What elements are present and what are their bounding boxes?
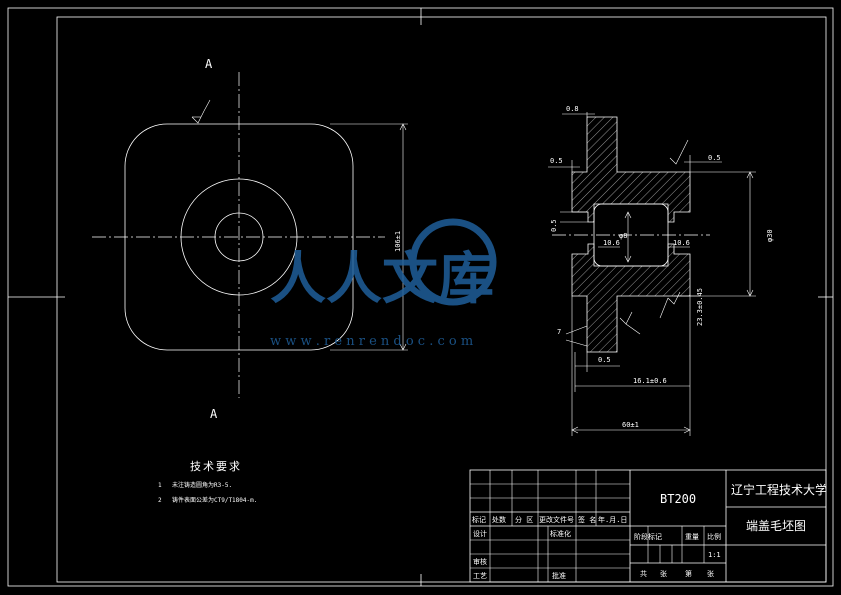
tb-review: 审核 bbox=[473, 557, 487, 566]
roughness-symbol-right-top bbox=[669, 139, 689, 165]
tb-header-zone: 分 区 bbox=[515, 515, 533, 524]
dim-right-step-label: 0.5 bbox=[708, 154, 721, 162]
tech-req-item: 1 未注铸造圆角为R3-5. bbox=[150, 480, 370, 489]
section-label-bottom: A bbox=[210, 407, 218, 421]
inner-frame bbox=[56, 16, 827, 583]
tb-sheet-unit2: 张 bbox=[707, 569, 714, 578]
tech-req-item-text: 铸件表面公差为CT9/T1804-m. bbox=[172, 497, 258, 504]
technical-requirements: 技术要求 1 未注铸造圆角为R3-5. 2 铸件表面公差为CT9/T1804-m. bbox=[150, 458, 370, 504]
tb-stage-mark: 阶段标记 bbox=[634, 532, 662, 541]
tech-req-title: 技术要求 bbox=[190, 460, 242, 473]
dim-top-offset-label: 0.8 bbox=[566, 105, 579, 113]
tb-approve: 批准 bbox=[552, 571, 566, 580]
watermark: 人人文库 w w w . r e n r e n d o c . c o m bbox=[270, 218, 497, 349]
tb-header-change-doc: 更改文件号 bbox=[539, 515, 574, 524]
dim-inner-center-label: φ8 bbox=[619, 232, 627, 240]
dim-bore-small-label: 0.5 bbox=[550, 219, 558, 232]
dim-bottom-step: 0.5 bbox=[575, 352, 620, 372]
watermark-text: 人人文库 bbox=[270, 246, 494, 312]
tb-weight: 重量 bbox=[685, 533, 699, 541]
watermark-url: w w w . r e n r e n d o c . c o m bbox=[270, 334, 473, 349]
dim-top-offset: 0.8 bbox=[562, 105, 595, 117]
tb-process: 工艺 bbox=[473, 572, 487, 580]
section-body bbox=[571, 116, 691, 223]
title-block: 标记 处数 分 区 更改文件号 签 名 年.月.日 设计 标准化 审核 工艺 批… bbox=[469, 469, 827, 583]
tb-school: 辽宁工程技术大学 bbox=[731, 482, 827, 497]
dim-right-step: 0.5 bbox=[684, 154, 722, 172]
watermark-logo-ring bbox=[409, 218, 497, 306]
roughness-symbol-center bbox=[619, 311, 641, 335]
left-view: A A 106±1 bbox=[92, 57, 408, 421]
dim-bottom-length: 16.1±0.6 bbox=[574, 296, 691, 392]
dim-bore-small: 0.5 bbox=[550, 211, 588, 232]
dim-inner-right-label: 10.6 bbox=[673, 239, 690, 247]
dim-left-step-label: 0.5 bbox=[550, 157, 563, 165]
dim-thickness-label: 23.3±0.45 bbox=[696, 288, 704, 326]
tb-standardization: 标准化 bbox=[550, 529, 571, 538]
tb-sheet-no: 第 bbox=[685, 569, 692, 578]
dim-overall-height-label: φ30 bbox=[766, 229, 774, 242]
right-section-view: 0.8 0.5 0.5 φ30 0.5 10.6 bbox=[548, 105, 774, 436]
centering-marks bbox=[8, 8, 833, 586]
tb-scale: 1:1 bbox=[708, 551, 721, 559]
dim-angle-left: 7 bbox=[557, 325, 588, 347]
tb-scale-header: 比例 bbox=[707, 532, 721, 541]
tb-sheet-unit1: 张 bbox=[660, 569, 667, 578]
tb-header-date: 年.月.日 bbox=[598, 515, 627, 524]
section-label-top: A bbox=[205, 57, 213, 71]
dim-left-step: 0.5 bbox=[548, 157, 580, 172]
tech-req-item-text: 未注铸造圆角为R3-5. bbox=[172, 482, 233, 489]
dim-overall-width-label: 60±1 bbox=[622, 421, 639, 429]
square-height-label: 106±1 bbox=[394, 231, 402, 252]
dim-inner-left-label: 10.6 bbox=[603, 239, 620, 247]
roughness-symbol-right-bottom bbox=[659, 291, 681, 319]
square-height-dimension: 106±1 bbox=[330, 123, 408, 351]
roughness-symbol-left bbox=[191, 99, 211, 124]
tb-sheet-total: 共 bbox=[640, 569, 647, 578]
tb-drawing-name: 端盖毛坯图 bbox=[746, 519, 806, 533]
dim-bottom-step-label: 0.5 bbox=[598, 356, 611, 364]
dim-overall-height: φ30 bbox=[690, 171, 774, 297]
tb-material: BT200 bbox=[660, 492, 696, 506]
tech-req-item-num: 1 bbox=[158, 482, 162, 489]
tb-header-mark: 标记 bbox=[472, 515, 486, 524]
dim-bottom-length-label: 16.1±0.6 bbox=[633, 377, 667, 385]
section-body-lower bbox=[571, 243, 691, 353]
tb-header-sign: 签 名 bbox=[578, 515, 596, 524]
tech-req-item: 2 铸件表面公差为CT9/T1804-m. bbox=[150, 495, 370, 504]
dim-angle-left-label: 7 bbox=[557, 328, 561, 336]
tech-req-item-num: 2 bbox=[158, 497, 162, 504]
dim-overall-width: 60±1 bbox=[571, 296, 691, 436]
tb-header-count: 处数 bbox=[492, 515, 506, 524]
tb-design: 设计 bbox=[473, 529, 487, 538]
